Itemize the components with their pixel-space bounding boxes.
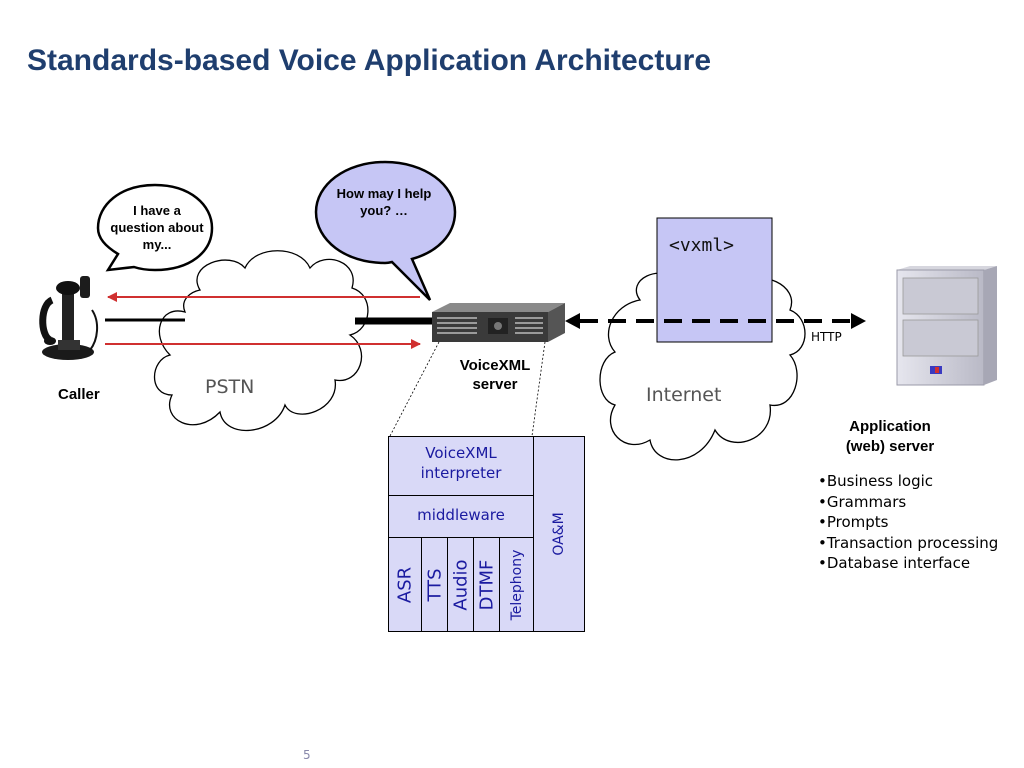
application-feature-list: •Business logic •Grammars •Prompts •Tran… bbox=[818, 471, 998, 574]
asr-block: ASR bbox=[388, 537, 422, 632]
http-arrowhead-right bbox=[851, 313, 866, 329]
page-number: 5 bbox=[303, 748, 311, 762]
tts-block: TTS bbox=[421, 537, 448, 632]
middleware-block: middleware bbox=[388, 495, 534, 538]
telephony-block: Telephony bbox=[499, 537, 534, 632]
voicexml-interpreter-block: VoiceXML interpreter bbox=[388, 436, 534, 496]
dtmf-label: DTMF bbox=[476, 559, 497, 610]
tts-label: TTS bbox=[424, 567, 445, 602]
telephony-label: Telephony bbox=[508, 549, 525, 620]
feature-item: •Business logic bbox=[818, 472, 934, 490]
feature-item: •Transaction processing bbox=[818, 533, 999, 552]
feature-item: •Database interface bbox=[818, 554, 971, 572]
oam-label: OA&M bbox=[551, 512, 567, 556]
server-speech-bubble bbox=[314, 160, 457, 301]
asr-label: ASR bbox=[394, 566, 416, 603]
internet-label: Internet bbox=[646, 384, 722, 406]
voicexml-server-icon bbox=[432, 303, 565, 342]
pstn-cloud bbox=[154, 250, 369, 432]
caller-label: Caller bbox=[58, 386, 100, 403]
zoom-line-left bbox=[389, 341, 440, 437]
voicexml-server-label: VoiceXML server bbox=[440, 356, 550, 394]
application-server-label-line2: (web) server bbox=[845, 438, 935, 455]
http-arrowhead-left bbox=[565, 313, 580, 329]
caller-bubble-text: I have a question about my... bbox=[110, 203, 204, 252]
application-server-label-line1: Application bbox=[849, 418, 931, 435]
telephone-icon bbox=[39, 276, 98, 360]
feature-item: •Grammars bbox=[818, 492, 907, 511]
feature-item: •Prompts bbox=[818, 513, 889, 531]
dtmf-block: DTMF bbox=[473, 537, 500, 632]
audio-label: Audio bbox=[450, 558, 471, 611]
application-server-label: Application (web) server bbox=[825, 417, 955, 457]
server-bubble-text: How may I help you? … bbox=[336, 186, 432, 218]
oam-block: OA&M bbox=[533, 436, 585, 632]
pstn-label: PSTN bbox=[205, 376, 255, 398]
application-server-icon bbox=[896, 266, 997, 386]
voicexml-server-label-line1: VoiceXML bbox=[459, 357, 531, 374]
vxml-document-label: <vxml> bbox=[669, 235, 735, 256]
voicexml-server-label-line2: server bbox=[472, 376, 518, 393]
slide-title: Standards-based Voice Application Archit… bbox=[27, 44, 712, 77]
interpreter-line1: VoiceXML bbox=[425, 444, 497, 462]
interpreter-line2: interpreter bbox=[420, 464, 502, 482]
caller-speech-bubble bbox=[96, 183, 214, 272]
http-label: HTTP bbox=[811, 330, 842, 344]
audio-block: Audio bbox=[447, 537, 474, 632]
